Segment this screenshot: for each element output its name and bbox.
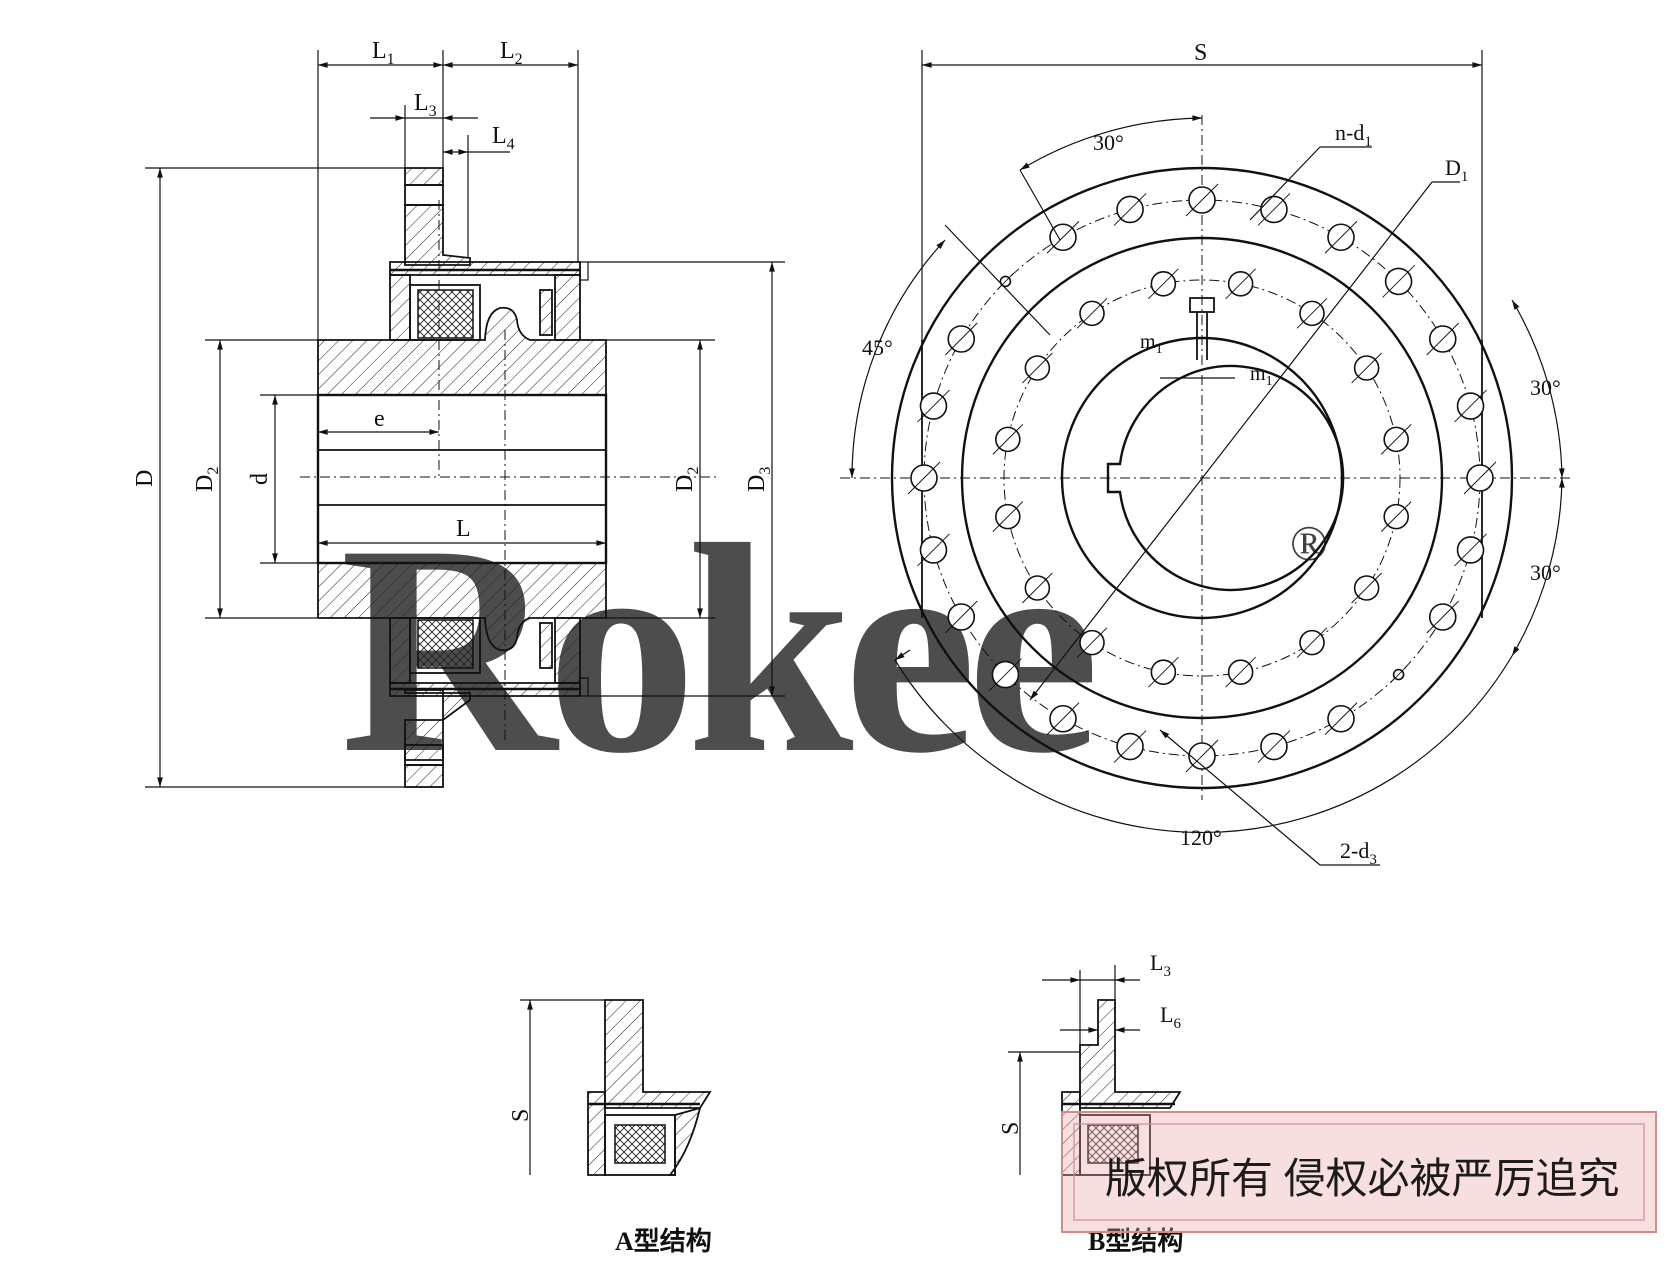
outer-bolt-hole-mark (1113, 193, 1147, 226)
dim-L3: L3 (414, 90, 437, 120)
outer-bolt-holes (907, 183, 1497, 773)
dim-D2-right: D2 (672, 467, 702, 492)
inner-bolt-hole-mark (992, 424, 1024, 455)
outer-bolt-hole-mark (1324, 220, 1358, 254)
dim-L2: L2 (500, 38, 523, 68)
dim-2-d3: 2-d3 (1340, 838, 1377, 868)
inner-bolt-hole-mark (1148, 656, 1179, 688)
dim-L1: L1 (372, 38, 395, 68)
dim-S: S (1194, 40, 1207, 66)
end-view: S 30° n-d1 D1 45° m1 m1 30° 30° 120° 2-d… (840, 40, 1570, 868)
dim-n-d1: n-d1 (1335, 120, 1372, 150)
outer-bolt-hole-mark (1454, 533, 1487, 567)
dim-m1-a: m1 (1140, 331, 1163, 357)
inner-bolt-hole-mark (1296, 627, 1328, 658)
outer-bolt-hole-mark (1185, 739, 1219, 773)
inner-bolt-hole-mark (1022, 352, 1053, 384)
rokee-watermark: Rokee ® (340, 483, 1328, 815)
inner-bolt-hole-mark (992, 501, 1024, 532)
type-b-dim-L6: L6 (1160, 1002, 1181, 1032)
outer-bolt-hole-mark (1454, 389, 1487, 423)
angle-30-right-top: 30° (1530, 375, 1561, 400)
inner-bolt-hole-mark (1076, 627, 1108, 658)
outer-bolt-hole-mark (944, 322, 978, 356)
type-a-dim-S: S (508, 1109, 534, 1122)
copyright-stamp-text: 版权所有 侵权必被严厉追究 (1105, 1156, 1620, 1203)
inner-bolt-hole-mark (1380, 501, 1412, 532)
outer-bolt-hole-mark (1113, 730, 1147, 763)
dim-L4: L4 (492, 123, 515, 153)
inner-bolt-hole-mark (1022, 572, 1053, 604)
type-a-caption: A型结构 (615, 1227, 712, 1256)
copyright-stamp: 版权所有 侵权必被严厉追究 (1061, 1111, 1657, 1233)
angle-120: 120° (1180, 825, 1222, 850)
type-a-detail: S A型结构 (508, 999, 712, 1256)
outer-bolt-hole-mark (1324, 702, 1358, 736)
outer-bolt-hole-mark (1046, 220, 1080, 254)
pin-hole-mark (1390, 666, 1407, 683)
outer-bolt-hole-mark (1463, 461, 1497, 495)
dim-D3: D3 (744, 467, 774, 492)
inner-bolt-holes (992, 268, 1412, 688)
dim-m1-b: m1 (1250, 363, 1273, 389)
main-section-view: L1 L2 L3 L4 D D2 d e L D2 D3 (132, 38, 785, 788)
angle-30-right-bottom: 30° (1530, 560, 1561, 585)
outer-bolt-hole-mark (944, 600, 978, 634)
outer-bolt-hole-mark (1257, 730, 1291, 763)
outer-bolt-hole-mark (989, 658, 1022, 691)
inner-bolt-hole-mark (1076, 298, 1108, 329)
inner-bolt-hole-mark (1296, 298, 1328, 329)
inner-bolt-hole-mark (1380, 424, 1412, 455)
angle-45: 45° (862, 335, 893, 360)
outer-bolt-hole-mark (1426, 600, 1460, 634)
dim-D1: D1 (1445, 155, 1468, 185)
outer-bolt-hole-mark (917, 533, 950, 567)
angle-30-top: 30° (1093, 130, 1124, 155)
inner-bolt-hole-mark (1148, 268, 1179, 300)
dim-d: d (247, 473, 273, 485)
outer-bolt-hole-mark (1382, 265, 1415, 298)
inner-bolt-hole-mark (1351, 352, 1382, 384)
outer-bolt-hole-mark (1046, 702, 1080, 736)
outer-bolt-hole-mark (1257, 193, 1291, 226)
pin-hole-mark (997, 273, 1014, 290)
inner-bolt-hole-mark (1351, 572, 1382, 604)
inner-bolt-hole-mark (1225, 656, 1256, 688)
outer-bolt-hole-mark (1426, 322, 1460, 356)
dim-D2-left: D2 (192, 467, 222, 492)
type-b-dim-S: S (998, 1122, 1024, 1135)
dim-e: e (374, 406, 385, 432)
inner-bolt-hole-mark (1225, 268, 1256, 300)
outer-bolt-hole-mark (1185, 183, 1219, 217)
dim-D: D (132, 470, 158, 487)
dim-L: L (456, 516, 471, 542)
type-b-dim-L3: L3 (1150, 950, 1171, 980)
